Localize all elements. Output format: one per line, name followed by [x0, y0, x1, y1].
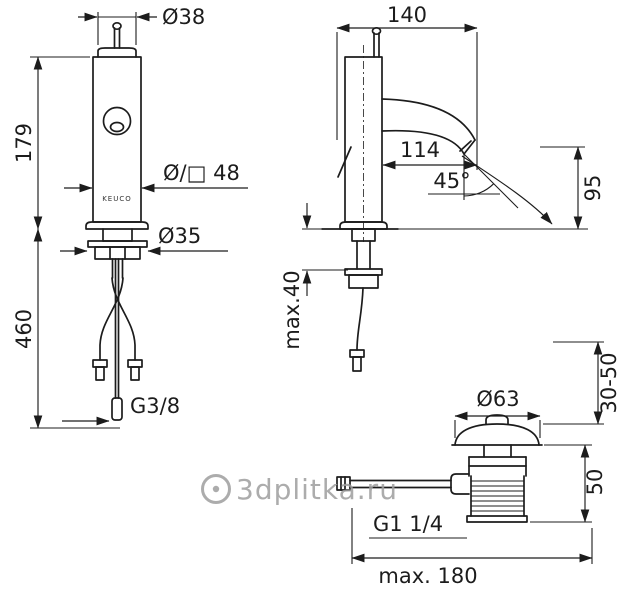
brand-logo-text: KEUCO: [102, 195, 132, 203]
dim-front-body-width: Ø/□ 48: [163, 161, 240, 185]
dim-drain-adjust-range: 30-50: [597, 352, 621, 413]
side-view-faucet-outline: [321, 26, 553, 372]
dim-front-collar-diameter: Ø35: [158, 224, 201, 248]
dim-drain-rod-reach: max. 180: [378, 564, 477, 588]
dim-side-spout-reach: 114: [400, 138, 440, 162]
dim-side-depth: 140: [387, 3, 427, 27]
drain-view-dimensions: [351, 341, 604, 564]
front-view-dimensions: [30, 12, 248, 429]
watermark-logo-icon: [201, 474, 231, 504]
dim-side-max-deck-thickness: max.40: [280, 270, 304, 349]
dim-front-top-diameter: Ø38: [162, 5, 205, 29]
dim-front-hose-thread: G3/8: [130, 394, 180, 418]
dim-side-outlet-height: 95: [581, 175, 605, 202]
dim-drain-thread: G1 1/4: [373, 512, 443, 536]
watermark: 3dplitka.ru: [201, 473, 398, 506]
dim-front-total-height: 460: [12, 309, 36, 349]
dim-drain-cap-diameter: Ø63: [476, 387, 519, 411]
dim-front-height: 179: [12, 123, 36, 163]
side-view-dimensions: [302, 23, 588, 296]
dim-drain-body-height: 50: [583, 469, 607, 496]
front-view-faucet-outline: [85, 21, 149, 421]
watermark-text: 3dplitka.ru: [236, 473, 398, 506]
drain-view-outline: [336, 414, 543, 523]
dim-side-spray-angle: 45°: [433, 169, 470, 193]
